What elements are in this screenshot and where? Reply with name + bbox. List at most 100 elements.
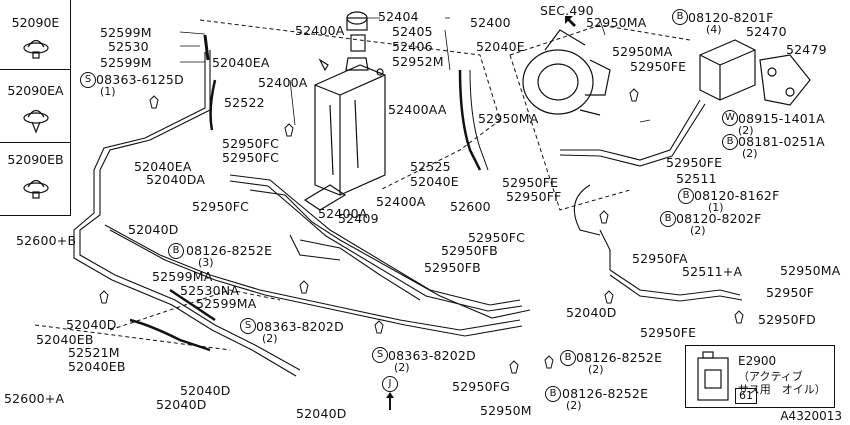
part-label-52950FC[interactable]: 52950FC [192, 199, 250, 214]
part-label-52950FC[interactable]: 52950FC [222, 136, 280, 151]
bolt-mark: B [660, 211, 676, 227]
bolt-mark: B [545, 386, 561, 402]
part-label-52040EA[interactable]: 52040EA [212, 55, 270, 70]
part-label-52400A[interactable]: 52400A [295, 23, 345, 38]
part-label-52600-B[interactable]: 52600+B [16, 233, 77, 248]
part-label-52950FA[interactable]: 52950FA [632, 251, 688, 266]
part-label-52404[interactable]: 52404 [378, 9, 419, 24]
part-label-08120-8201F[interactable]: 08120-8201F [688, 10, 774, 25]
part-label-52525[interactable]: 52525 [410, 159, 451, 174]
arrow-up-left-icon [565, 16, 576, 27]
part-label-52040D[interactable]: 52040D [296, 406, 347, 421]
part-label-52040EA[interactable]: 52040EA [134, 159, 192, 174]
part-label-52950MA[interactable]: 52950MA [478, 111, 539, 126]
part-label-08181-0251A[interactable]: 08181-0251A [738, 134, 825, 149]
part-label-52950FE[interactable]: 52950FE [630, 59, 687, 74]
clip-icon [23, 109, 49, 134]
valve-block-drawing [699, 39, 811, 106]
part-label-08126-8252E[interactable]: 08126-8252E [186, 243, 273, 258]
pipe-bundle-center [229, 174, 531, 319]
part-label-52405[interactable]: 52405 [392, 24, 433, 39]
part-label-52040D[interactable]: 52040D [156, 397, 207, 412]
quantity-label: (2) [566, 399, 582, 412]
part-label-08363-8202D[interactable]: 08363-8202D [256, 319, 344, 334]
part-label-08126-8252E[interactable]: 08126-8252E [562, 386, 649, 401]
quantity-label: (2) [738, 124, 754, 137]
part-label-52950FG[interactable]: 52950FG [452, 379, 511, 394]
part-label-52400[interactable]: 52400 [470, 15, 511, 30]
quantity-label: (3) [198, 256, 214, 269]
part-label-52400AA[interactable]: 52400AA [388, 102, 447, 117]
side-part-cell-3[interactable]: 52090EB [0, 143, 71, 216]
diagram-reference-code: A4320013 [780, 409, 842, 423]
part-label-52950FE[interactable]: 52950FE [640, 325, 697, 340]
side-part-cell-2[interactable]: 52090EA [0, 70, 71, 143]
part-label-52530NA[interactable]: 52530NA [180, 283, 240, 298]
part-label-52950MA[interactable]: 52950MA [612, 44, 673, 59]
part-label-08120-8162F[interactable]: 08120-8162F [694, 188, 780, 203]
part-label-52950FE[interactable]: 52950FE [666, 155, 723, 170]
quantity-label: (4) [706, 23, 722, 36]
part-label-08363-6125D[interactable]: 08363-6125D [96, 72, 184, 87]
part-label-52040D[interactable]: 52040D [180, 383, 231, 398]
part-label-52521M[interactable]: 52521M [68, 345, 120, 360]
part-label-52040EB[interactable]: 52040EB [68, 359, 126, 374]
side-part-cell-1[interactable]: 52090E [0, 0, 71, 70]
part-label-52600[interactable]: 52600 [450, 199, 491, 214]
part-label-52950FD[interactable]: 52950FD [758, 312, 816, 327]
part-label-52950FB[interactable]: 52950FB [424, 260, 481, 275]
part-label-52040E[interactable]: 52040E [410, 174, 459, 189]
part-label-52040D[interactable]: 52040D [128, 222, 179, 237]
part-label-52950FC[interactable]: 52950FC [222, 150, 280, 165]
pipe-bundle-left [73, 50, 523, 377]
quantity-label: (2) [690, 224, 706, 237]
bolt-mark: B [168, 243, 184, 259]
part-label-52040D[interactable]: 52040D [66, 317, 117, 332]
part-label-08915-1401A[interactable]: 08915-1401A [738, 111, 825, 126]
part-label-52040D[interactable]: 52040D [566, 305, 617, 320]
legend-part-number: E2900 [738, 354, 777, 368]
part-label-52950FE[interactable]: 52950FE [502, 175, 559, 190]
part-label-52599MA[interactable]: 52599MA [196, 296, 257, 311]
quantity-label: (2) [742, 147, 758, 160]
part-label-52522[interactable]: 52522 [224, 95, 265, 110]
part-label-52599M[interactable]: 52599M [100, 25, 152, 40]
legend-box[interactable]: E2900 （アクティブ サス用 オイル） [685, 345, 835, 408]
quantity-label: (2) [262, 332, 278, 345]
part-label-52409[interactable]: 52409 [338, 211, 379, 226]
bolt-mark: B [560, 350, 576, 366]
part-label-52950M[interactable]: 52950M [480, 403, 532, 418]
part-label-52400A[interactable]: 52400A [318, 206, 368, 221]
part-label-52479[interactable]: 52479 [786, 42, 827, 57]
part-label-52599M[interactable]: 52599M [100, 55, 152, 70]
part-label-52599MA[interactable]: 52599MA [152, 269, 213, 284]
part-label-52511[interactable]: 52511 [676, 171, 717, 186]
part-label-52952M[interactable]: 52952M [392, 54, 444, 69]
part-label-52950FB[interactable]: 52950FB [441, 243, 498, 258]
part-label-52950FF[interactable]: 52950FF [506, 189, 562, 204]
oil-can-icon [697, 351, 729, 401]
part-label-52950FC[interactable]: 52950FC [468, 230, 526, 245]
part-label-08120-8202F[interactable]: 08120-8202F [676, 211, 762, 226]
washer-mark: W [722, 110, 738, 126]
part-label-52400A[interactable]: 52400A [376, 194, 426, 209]
part-label-52600-A[interactable]: 52600+A [4, 391, 65, 406]
part-label-52040EB[interactable]: 52040EB [36, 332, 94, 347]
part-label-52950MA[interactable]: 52950MA [780, 263, 841, 278]
part-label-52040DA[interactable]: 52040DA [146, 172, 206, 187]
part-label-52511-A[interactable]: 52511+A [682, 264, 743, 279]
part-label-52950MA[interactable]: 52950MA [586, 15, 647, 30]
part-label-52406[interactable]: 52406 [392, 39, 433, 54]
part-label-52530[interactable]: 52530 [108, 39, 149, 54]
arrow-up-icon [386, 392, 394, 410]
part-label-52040E[interactable]: 52040E [476, 39, 525, 54]
part-label-52950F[interactable]: 52950F [766, 285, 815, 300]
section-reference-label[interactable]: SEC.490 [540, 3, 594, 18]
bolt-icon [99, 88, 744, 374]
part-label-52470[interactable]: 52470 [746, 24, 787, 39]
legend-note-line1: （アクティブ [738, 370, 803, 383]
part-label-52400A[interactable]: 52400A [258, 75, 308, 90]
part-label-08126-8252E[interactable]: 08126-8252E [576, 350, 663, 365]
part-label-08363-8202D[interactable]: 08363-8202D [388, 348, 476, 363]
